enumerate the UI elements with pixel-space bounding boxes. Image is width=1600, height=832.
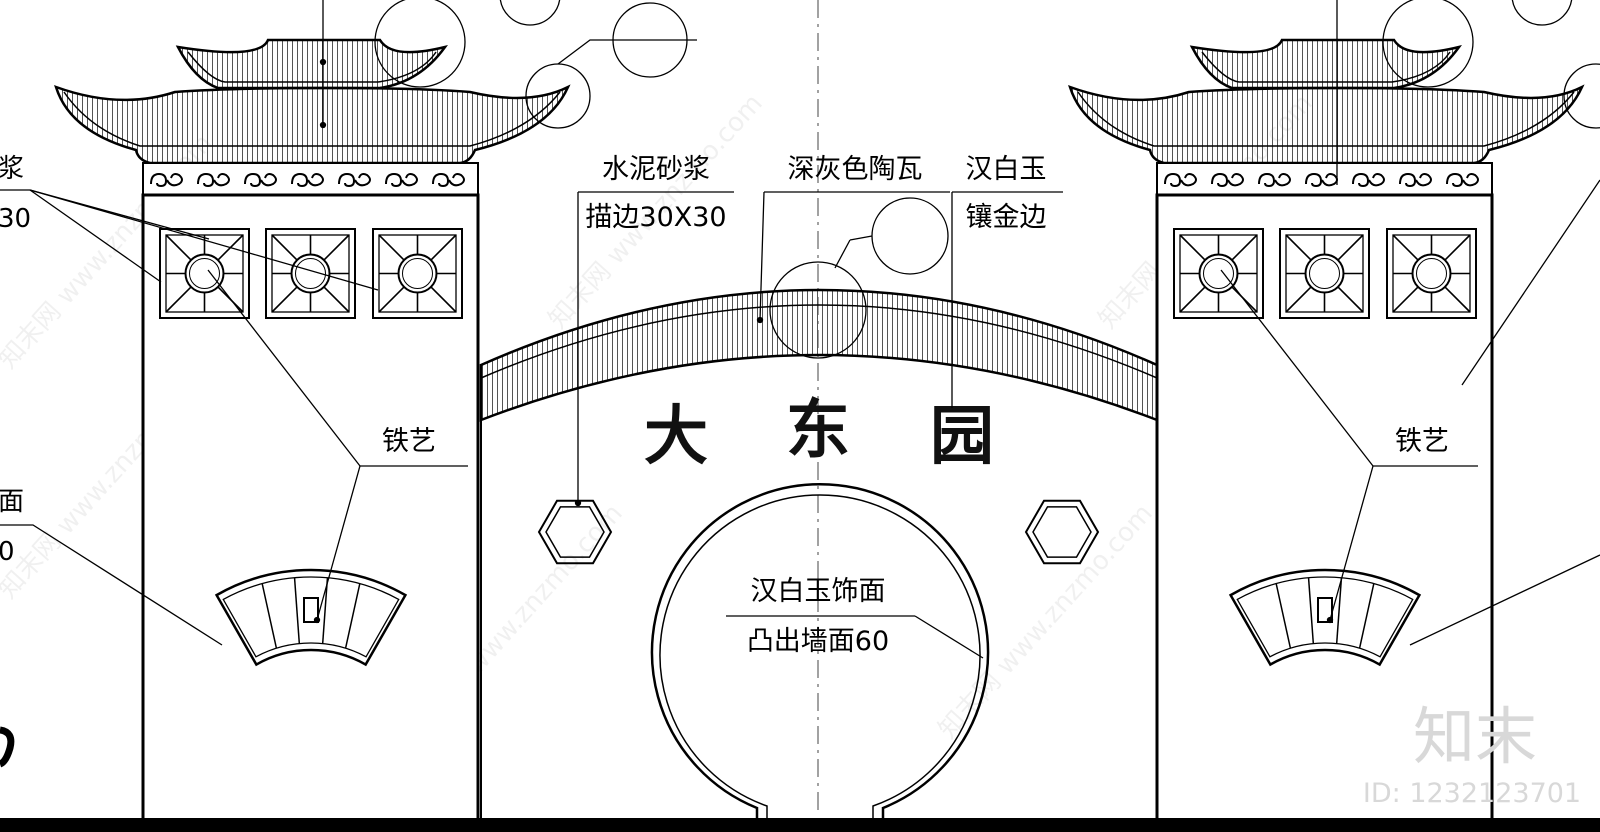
lattice-spoke — [378, 234, 405, 261]
lattice-spoke — [1231, 234, 1258, 261]
cloud-scroll-motif — [338, 172, 371, 188]
lattice-spoke — [430, 286, 457, 313]
label-iron-right: 铁艺 — [1395, 426, 1449, 457]
fan-center-plaque — [1317, 597, 1333, 623]
cloud-scroll-motif — [1258, 172, 1291, 188]
label-left-edge-2: 30 — [0, 204, 31, 234]
cloud-scroll-motif — [150, 172, 183, 188]
cloud-scroll-motif — [1446, 172, 1479, 188]
lattice-center-ring-inner — [189, 258, 220, 289]
lattice-spoke — [323, 286, 350, 313]
moon-gate-outer — [650, 483, 990, 818]
cloud-scroll-motif — [1352, 172, 1385, 188]
fan-rib — [1335, 577, 1343, 644]
lattice-spoke — [1179, 286, 1206, 313]
label-left-edge-1: 浆 — [0, 154, 24, 184]
label-facing-1: 汉白玉饰面 — [751, 576, 886, 607]
watermark-id: ID: 1232123701 — [1363, 778, 1581, 809]
watermark-text: 知末网 www.znzmo.com — [933, 498, 1159, 744]
fan-rib — [293, 577, 301, 644]
title-char-2: 东 — [786, 393, 850, 468]
label-jade-2: 镶金边 — [966, 202, 1047, 233]
partial-calligraphy-fragment — [0, 726, 15, 768]
hexagon-vent-inner — [545, 506, 605, 558]
fan-rib — [1307, 577, 1315, 644]
lattice-spoke — [1285, 234, 1312, 261]
lattice-spoke — [1337, 286, 1364, 313]
hexagon-vent — [1024, 499, 1100, 565]
lattice-spoke — [165, 286, 192, 313]
label-mortar-1: 水泥砂浆 — [602, 154, 710, 185]
lattice-center-ring-inner — [295, 258, 326, 289]
watermark-logo: 知末 ID: 1232123701 — [1363, 700, 1581, 809]
fan-rib — [321, 577, 329, 644]
lattice-spoke — [1179, 234, 1206, 261]
hexagon-vent — [537, 499, 613, 565]
left-cloud-scroll-band — [150, 172, 465, 188]
watermark-logo-text: 知末 — [1413, 700, 1537, 773]
lattice-spoke — [271, 234, 298, 261]
lattice-spoke — [378, 286, 405, 313]
cloud-scroll-motif — [385, 172, 418, 188]
right-upper-roof — [1189, 38, 1462, 90]
lattice-spoke — [165, 234, 192, 261]
left-upper-roof — [175, 38, 448, 90]
title-char-1: 大 — [644, 399, 708, 474]
lattice-spoke — [1337, 234, 1364, 261]
title-char-3: 园 — [930, 399, 994, 474]
label-tile: 深灰色陶瓦 — [788, 154, 923, 185]
lattice-spoke — [1392, 286, 1419, 313]
fan-rib — [344, 583, 361, 649]
label-mortar-2: 描边30X30 — [585, 202, 726, 233]
lattice-spoke — [1444, 234, 1471, 261]
label-facing-2: 凸出墙面60 — [747, 626, 889, 657]
lattice-spoke — [323, 234, 350, 261]
lattice-spoke — [1285, 286, 1312, 313]
central-wall: 大 东 园 — [479, 288, 1159, 820]
cloud-scroll-motif — [197, 172, 230, 188]
label-left-edge-4: 0 — [0, 537, 15, 567]
moon-gate-inner — [659, 494, 981, 818]
right-fan-panel — [1228, 568, 1422, 667]
cloud-scroll-motif — [1399, 172, 1432, 188]
left-pillar — [54, 38, 571, 822]
fan-inner-frame — [222, 576, 400, 658]
fan-inner-frame — [1236, 576, 1414, 658]
ground-line — [0, 818, 1600, 832]
cloud-scroll-motif — [1164, 172, 1197, 188]
cloud-scroll-motif — [1211, 172, 1244, 188]
fan-rib — [1358, 583, 1375, 649]
lattice-center-ring-inner — [402, 258, 433, 289]
cloud-scroll-motif — [432, 172, 465, 188]
label-jade-1: 汉白玉 — [966, 154, 1047, 185]
hexagon-vent-inner — [1032, 506, 1092, 558]
fan-rib — [261, 583, 278, 649]
leader-annotations — [0, 0, 1600, 659]
lattice-center-ring-inner — [1416, 258, 1447, 289]
cloud-scroll-motif — [291, 172, 324, 188]
right-lattice-windows — [1173, 228, 1477, 319]
left-lattice-windows — [159, 228, 463, 319]
hexagon-vents — [537, 499, 1100, 565]
lattice-center-ring-inner — [1203, 258, 1234, 289]
lattice-spoke — [271, 286, 298, 313]
label-iron-left: 铁艺 — [382, 426, 436, 457]
fan-rib — [1275, 583, 1292, 649]
labels: 浆 30 面 0 水泥砂浆 描边30X30 深灰色陶瓦 汉白玉 镶金边 铁艺 铁… — [0, 154, 1449, 657]
label-left-edge-3: 面 — [0, 487, 24, 517]
fan-center-plaque — [303, 597, 319, 623]
right-main-roof — [1068, 84, 1585, 165]
lattice-spoke — [430, 234, 457, 261]
right-cloud-scroll-band — [1164, 172, 1479, 188]
left-fan-panel — [214, 568, 408, 667]
lattice-spoke — [1444, 286, 1471, 313]
lattice-spoke — [1392, 234, 1419, 261]
lattice-center-ring-inner — [1309, 258, 1340, 289]
cloud-scroll-motif — [244, 172, 277, 188]
left-main-roof — [54, 84, 571, 165]
